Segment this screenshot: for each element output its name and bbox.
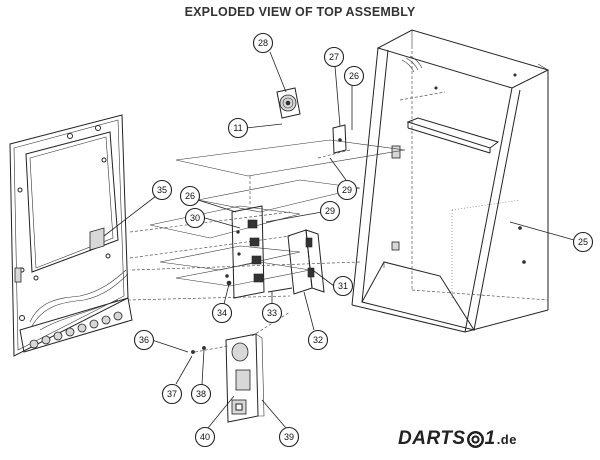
- callout-label: 29: [342, 185, 352, 195]
- callout-label: 37: [167, 389, 177, 399]
- callout-label: 31: [338, 281, 348, 291]
- callout-label: 26: [349, 71, 359, 81]
- callout-35: 35: [151, 179, 173, 201]
- callout-39: 39: [278, 426, 300, 448]
- small-parts: [225, 274, 293, 293]
- callout-label: 33: [267, 308, 277, 318]
- callout-31: 31: [332, 275, 354, 297]
- callout-34: 34: [211, 302, 233, 324]
- logo-suffix: .de: [496, 431, 517, 447]
- callout-26: 26: [179, 185, 201, 207]
- front-panel: [9, 114, 133, 357]
- callout-32: 32: [307, 329, 329, 351]
- callout-37: 37: [161, 383, 183, 405]
- callout-label: 38: [196, 389, 206, 399]
- callout-label: 25: [578, 237, 588, 247]
- callout-label: 27: [329, 52, 339, 62]
- callout-11: 11: [227, 117, 249, 139]
- diagram-title: EXPLODED VIEW OF TOP ASSEMBLY: [184, 5, 416, 19]
- callout-label: 11: [233, 123, 242, 133]
- callout-label: 34: [217, 308, 227, 318]
- callout-29: 29: [319, 200, 341, 222]
- coin-mechanism-part-39: [191, 311, 291, 423]
- callout-label: 35: [157, 185, 167, 195]
- callout-25: 25: [572, 231, 594, 253]
- callout-36: 36: [133, 329, 155, 351]
- callout-label: 29: [325, 206, 335, 216]
- dartboard-icon: [466, 430, 484, 448]
- leader-lines: [103, 51, 575, 429]
- callout-label: 28: [258, 38, 268, 48]
- callout-30: 30: [184, 207, 206, 229]
- board-part-27: [332, 124, 347, 154]
- circuit-board-part-30: [231, 205, 265, 299]
- cabinet-part-25: [351, 29, 550, 333]
- callout-27: 27: [323, 46, 345, 68]
- logo-text-left: DARTS: [398, 428, 466, 449]
- callout-40: 40: [194, 426, 216, 448]
- callout-label: 39: [284, 432, 294, 442]
- callout-26: 26: [343, 65, 365, 87]
- speaker-part-28: [276, 87, 301, 119]
- callout-label: 26: [185, 191, 195, 201]
- darts1-logo: DARTS 1 .de: [398, 428, 517, 450]
- callout-33: 33: [261, 302, 283, 324]
- logo-text-right: 1: [484, 428, 496, 449]
- callout-label: 40: [200, 432, 210, 442]
- callout-29: 29: [336, 179, 358, 201]
- power-supply-part-31: [287, 229, 325, 295]
- callout-label: 36: [139, 335, 149, 345]
- callout-label: 30: [190, 213, 200, 223]
- callout-38: 38: [190, 383, 212, 405]
- callout-28: 28: [252, 32, 274, 54]
- callouts: 28 27 26 11 29 35 26 29 30 25 31 34 33 3…: [133, 32, 594, 448]
- exploded-planes: [127, 139, 406, 301]
- callout-label: 32: [313, 335, 323, 345]
